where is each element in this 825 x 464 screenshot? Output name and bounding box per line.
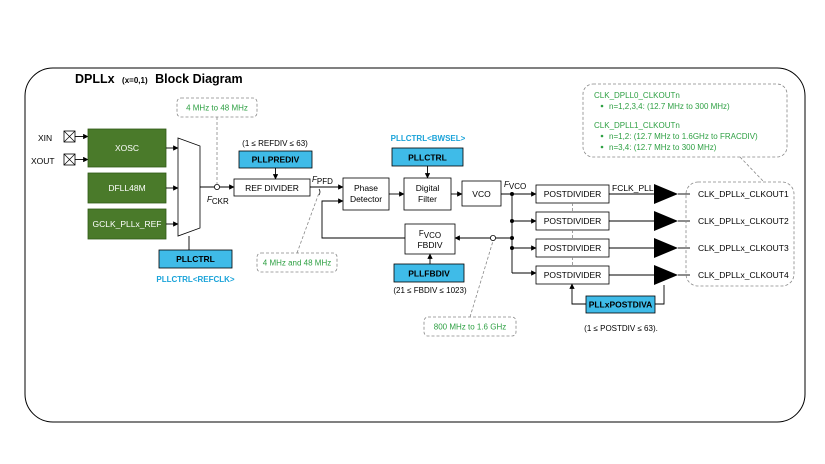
pllctrl-refclk-register-label: PLLCTRL [176, 254, 215, 264]
ref-divider-label: REF DIVIDER [245, 183, 299, 193]
fpfd-range-text: 4 MHz and 48 MHz [263, 259, 331, 268]
dpll0-clkout-range: n=1,2,3,4: (12.7 MHz to 300 MHz) [609, 102, 730, 111]
pllctrl-bwsel-field: PLLCTRL<BWSEL> [391, 134, 466, 143]
xin-label: XIN [38, 133, 52, 143]
clkout2-label: CLK_DPLLx_CLKOUT2 [698, 216, 789, 226]
postdivider-1: POSTDIVIDER [535, 184, 610, 204]
vco-block [461, 180, 502, 207]
clkout4-label: CLK_DPLLx_CLKOUT4 [698, 270, 789, 280]
phase-detector-label-2: Detector [350, 194, 382, 204]
fclk-pll-label: FCLK_PLL [612, 183, 654, 193]
fvco-range-text: 800 MHz to 1.6 GHz [434, 323, 506, 332]
vco-label: VCO [472, 189, 491, 199]
pllxpostdiva-register [585, 295, 656, 314]
diagram-title: DPLLx (x=0,1) Block Diagram [75, 70, 243, 87]
digital-filter-label-1: Digital [416, 183, 440, 193]
postdivider-4: POSTDIVIDER [535, 265, 610, 285]
dpll0-clkout-title: CLK_DPLL0_CLKOUTn [594, 91, 680, 100]
xin-pin-icon [63, 130, 76, 143]
pllprediv-register-label: PLLPREDIV [252, 155, 300, 165]
refdiv-range: (1 ≤ REFDIV ≤ 63) [242, 139, 308, 148]
svg-text:POSTDIVIDER: POSTDIVIDER [544, 270, 602, 280]
pllfbdiv-register [393, 263, 465, 283]
pllfbdiv-register-label: PLLFBDIV [408, 269, 450, 279]
fckr-label: FCKR [207, 195, 229, 206]
output-buffer-2 [654, 211, 678, 231]
digital-filter-label-2: Filter [418, 194, 437, 204]
postdivider-2: POSTDIVIDER [535, 211, 610, 231]
xout-label: XOUT [31, 156, 55, 166]
output-buffer-4 [654, 265, 678, 285]
fbdiv-fvco-label: FVCO [419, 229, 441, 240]
refclk-mux [177, 137, 201, 237]
output-buffer-1 [654, 184, 678, 204]
phase-detector-block [342, 177, 390, 211]
svg-text:POSTDIVIDER: POSTDIVIDER [544, 243, 602, 253]
xosc-block [87, 128, 167, 168]
clkout-group [685, 181, 795, 287]
fpfd-label: FPFD [312, 175, 333, 186]
diagram-frame [24, 67, 806, 423]
clkout1-label: CLK_DPLLx_CLKOUT1 [698, 189, 789, 199]
svg-text:POSTDIVIDER: POSTDIVIDER [544, 216, 602, 226]
xout-pin-icon [63, 153, 76, 166]
xosc-label: XOSC [115, 143, 139, 153]
output-buffer-3 [654, 238, 678, 258]
fbdiv-range: (21 ≤ FBDIV ≤ 1023) [393, 286, 467, 295]
dpll1-clkout-title: CLK_DPLL1_CLKOUTn [594, 121, 680, 130]
fvco-label: FVCO [504, 180, 526, 191]
clkout3-label: CLK_DPLLx_CLKOUT3 [698, 243, 789, 253]
clkout-frequency-note [582, 83, 788, 158]
fbdiv-block [404, 223, 456, 255]
postdivider-3: POSTDIVIDER [535, 238, 610, 258]
fckr-range-text: 4 MHz to 48 MHz [186, 104, 248, 113]
ref-divider-block [233, 178, 311, 197]
dpll1-clkout-range-2: n=3,4: (12.7 MHz to 300 MHz) [609, 143, 717, 152]
pllctrl-bwsel-register-label: PLLCTRL [408, 153, 447, 163]
pllxpostdiva-register-label: PLLxPOSTDIVA [589, 300, 653, 310]
postdiv-range: (1 ≤ POSTDIV ≤ 63). [584, 324, 658, 333]
pllctrl-refclk-field: PLLCTRL<REFCLK> [156, 275, 235, 284]
dfll48m-label: DFLL48M [108, 183, 145, 193]
fbdiv-label: FBDIV [417, 240, 442, 250]
gclk-pllx-ref-block [87, 208, 167, 240]
phase-detector-label-1: Phase [354, 183, 378, 193]
svg-text:POSTDIVIDER: POSTDIVIDER [544, 189, 602, 199]
gclk-pllx-ref-label: GCLK_PLLx_REF [93, 219, 162, 229]
pllctrl-refclk-register [158, 249, 233, 269]
dpll1-clkout-range-1: n=1,2: (12.7 MHz to 1.6GHz to FRACDIV) [609, 132, 758, 141]
